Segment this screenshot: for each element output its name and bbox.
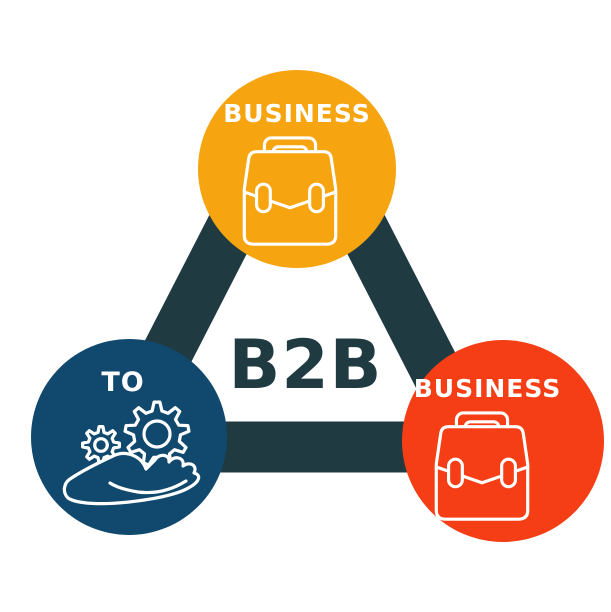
briefcase-clasp-right [500, 457, 518, 489]
gear-large-hole [142, 419, 172, 449]
briefcase-clasp-left [446, 457, 464, 489]
hand-gears-icon [62, 400, 201, 506]
hand-shape [62, 451, 201, 506]
node-top: BUSINESS [198, 70, 396, 268]
gear-small-hole [93, 437, 109, 453]
hand-thumb-line [108, 479, 188, 495]
briefcase-clasp-left [254, 182, 272, 214]
briefcase-icon [242, 136, 338, 246]
node-left-label: TO [101, 367, 145, 398]
briefcase-body [242, 150, 338, 246]
node-left: TO [31, 339, 227, 535]
briefcase-icon [434, 411, 530, 521]
briefcase-body [434, 425, 530, 521]
triangle-shape [93, 74, 501, 473]
node-right: BUSINESS [402, 340, 604, 542]
acronym-text: B2B [228, 326, 383, 405]
node-right-label: BUSINESS [413, 374, 562, 403]
gear-small [81, 425, 121, 465]
briefcase-clasp-right [308, 182, 326, 214]
node-top-label: BUSINESS [223, 99, 371, 128]
